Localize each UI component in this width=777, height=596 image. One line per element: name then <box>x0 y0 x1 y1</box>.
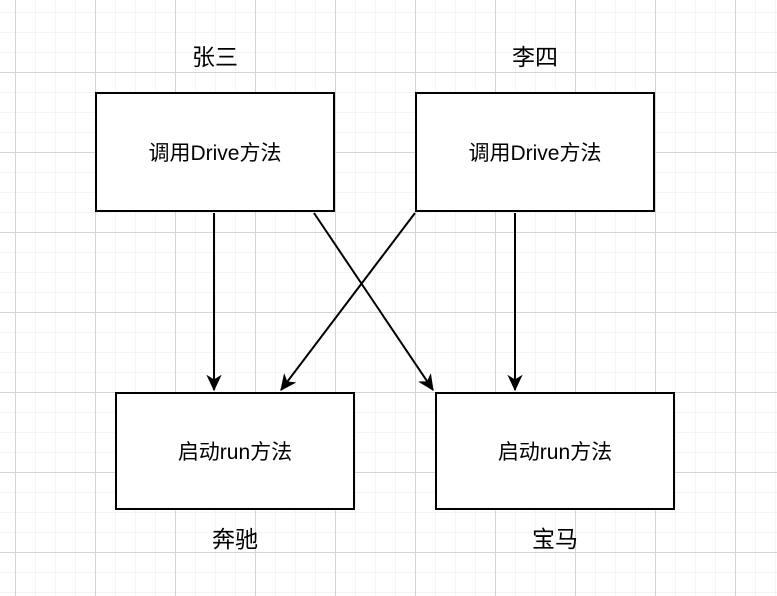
actor-label-zhangsan[interactable]: 张三 <box>192 44 238 70</box>
car-label-benz[interactable]: 奔驰 <box>212 526 258 552</box>
node-bmw-run[interactable]: 启动run方法 <box>435 392 675 510</box>
car-label-bmw[interactable]: 宝马 <box>532 526 578 552</box>
node-benz-run[interactable]: 启动run方法 <box>115 392 355 510</box>
node-lisi-call-drive[interactable]: 调用Drive方法 <box>415 92 655 212</box>
edge-zhangsan-to-bmw[interactable] <box>313 212 434 390</box>
edge-lisi-to-benz[interactable] <box>280 212 416 390</box>
node-zhangsan-call-drive[interactable]: 调用Drive方法 <box>95 92 335 212</box>
actor-label-lisi[interactable]: 李四 <box>512 44 558 70</box>
